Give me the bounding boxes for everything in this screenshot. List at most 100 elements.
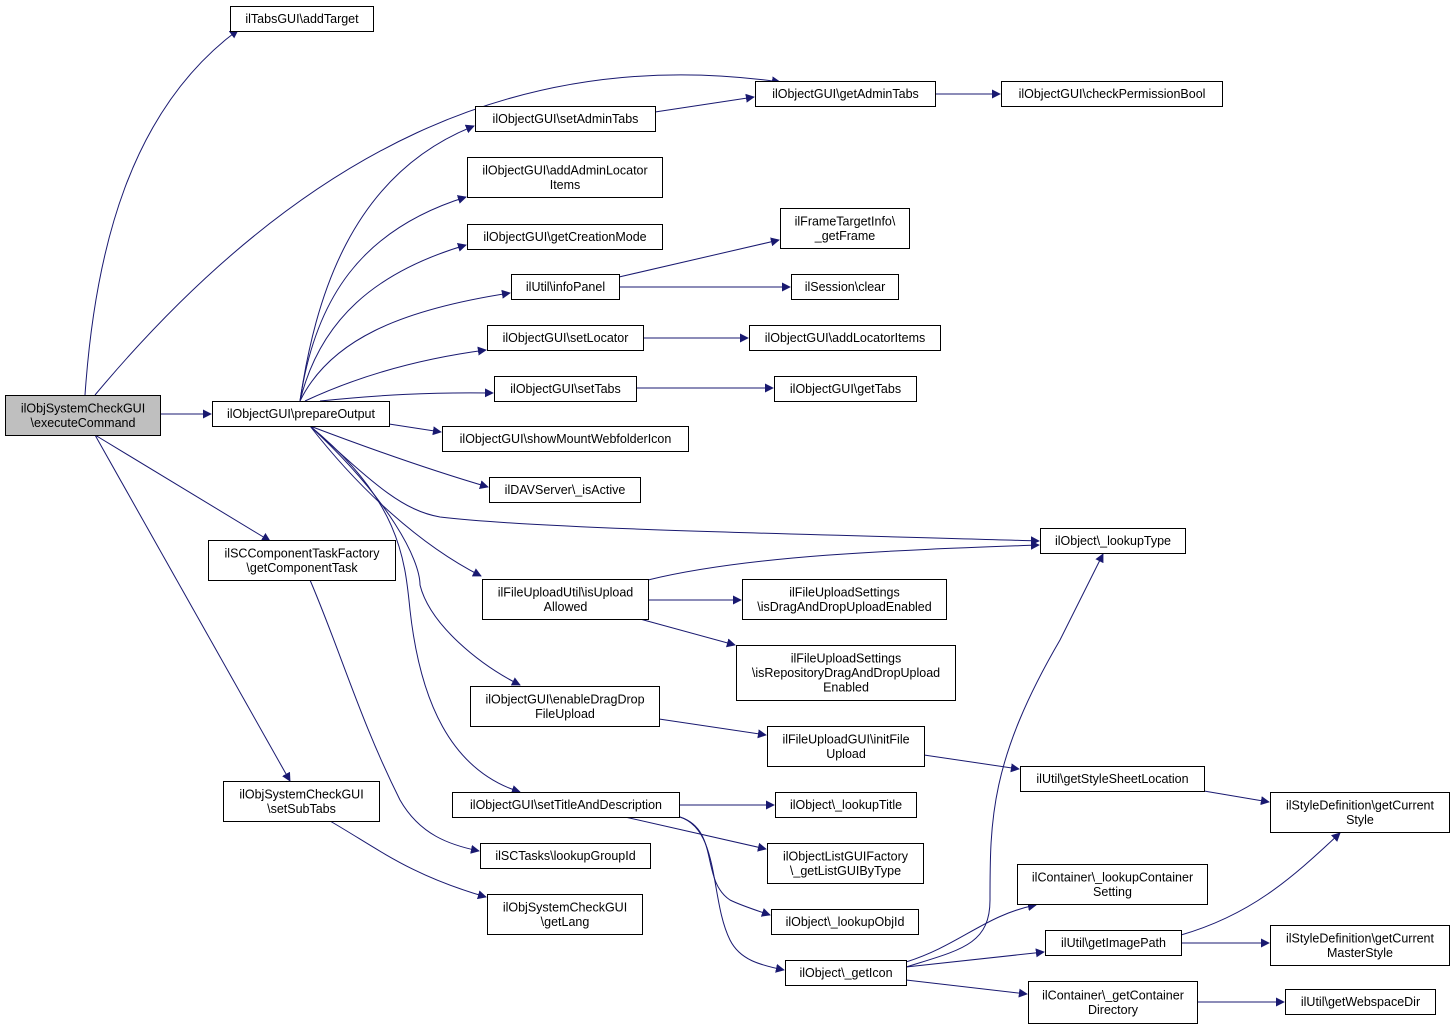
node-box-getListGUIByType[interactable]	[767, 843, 924, 884]
node-showMountWebfolderIcon[interactable]: ilObjectGUI\showMountWebfolderIcon	[442, 426, 689, 452]
edge-getIcon-to-lookupType	[905, 553, 1104, 968]
node-addLocatorItems[interactable]: ilObjectGUI\addLocatorItems	[749, 325, 941, 351]
edge-getStyleSheetLocation-to-getCurrentStyle	[1203, 790, 1270, 806]
node-box-infoPanel[interactable]	[511, 274, 620, 300]
node-prepareOutput[interactable]: ilObjectGUI\prepareOutput	[212, 401, 390, 427]
node-box-setLocator[interactable]	[487, 325, 644, 351]
node-box-getComponentTask[interactable]	[208, 540, 396, 581]
node-lookupGroupId[interactable]: ilSCTasks\lookupGroupId	[480, 843, 651, 869]
node-box-sessionClear[interactable]	[791, 274, 899, 300]
node-setAdminTabs[interactable]: ilObjectGUI\setAdminTabs	[475, 106, 656, 132]
node-getListGUIByType[interactable]: ilObjectListGUIFactory\_getListGUIByType	[767, 843, 924, 884]
edge-setAdminTabs-to-getAdminTabs	[654, 93, 755, 113]
node-lookupType[interactable]: ilObject\_lookupType	[1040, 528, 1186, 554]
node-box-getFrame[interactable]	[780, 208, 910, 249]
edge-root-to-setSubTabs	[94, 434, 291, 782]
node-label: \getComponentTask	[246, 561, 358, 575]
node-label: ilObjectGUI\setTabs	[510, 382, 620, 396]
node-getIcon[interactable]: ilObject\_getIcon	[785, 960, 907, 986]
edge-isUploadAllowed-to-isRepositoryDragAndDropUploadEnabled	[639, 618, 736, 648]
node-label: ilContainer\_lookupContainer	[1032, 870, 1193, 884]
node-box-getImagePath[interactable]	[1045, 930, 1182, 956]
node-getTabs[interactable]: ilObjectGUI\getTabs	[774, 376, 917, 402]
node-box-showMountWebfolderIcon[interactable]	[442, 426, 689, 452]
node-label: ilObject\_lookupType	[1055, 534, 1171, 548]
node-box-lookupType[interactable]	[1040, 528, 1186, 554]
node-label: ilTabsGUI\addTarget	[245, 12, 359, 26]
edge-setTitleAndDescription-to-getListGUIByType	[624, 816, 767, 852]
edge-prepareOutput-to-setLocator	[304, 346, 487, 402]
node-getLang[interactable]: ilObjSystemCheckGUI\getLang	[487, 894, 643, 935]
node-box-getCurrentStyle[interactable]	[1270, 792, 1450, 833]
node-isDragAndDropUploadEnabled[interactable]: ilFileUploadSettings\isDragAndDropUpload…	[742, 579, 947, 620]
node-box-getCreationMode[interactable]	[467, 224, 663, 250]
node-getFrame[interactable]: ilFrameTargetInfo\_getFrame	[780, 208, 910, 249]
node-davIsActive[interactable]: ilDAVServer\_isActive	[489, 477, 641, 503]
node-label: ilObjectGUI\showMountWebfolderIcon	[460, 432, 672, 446]
node-box-getCurrentMasterStyle[interactable]	[1270, 925, 1450, 966]
node-box-root	[5, 395, 161, 436]
node-box-addLocatorItems[interactable]	[749, 325, 941, 351]
node-lookupTitle[interactable]: ilObject\_lookupTitle	[775, 792, 917, 818]
node-getImagePath[interactable]: ilUtil\getImagePath	[1045, 930, 1182, 956]
node-box-lookupObjId[interactable]	[771, 909, 919, 935]
node-box-getWebspaceDir[interactable]	[1285, 989, 1436, 1015]
node-box-tabsAddTarget[interactable]	[230, 6, 374, 32]
node-label: \executeCommand	[31, 416, 136, 430]
node-label: ilObjSystemCheckGUI	[503, 900, 627, 914]
node-box-isUploadAllowed[interactable]	[482, 579, 649, 620]
node-getWebspaceDir[interactable]: ilUtil\getWebspaceDir	[1285, 989, 1436, 1015]
edge-prepareOutput-to-setAdminTabs	[299, 124, 475, 402]
node-box-davIsActive[interactable]	[489, 477, 641, 503]
node-setTabs[interactable]: ilObjectGUI\setTabs	[494, 376, 637, 402]
edge-root-to-getComponentTask	[94, 434, 271, 542]
node-box-getAdminTabs[interactable]	[755, 81, 936, 107]
node-box-lookupGroupId[interactable]	[480, 843, 651, 869]
node-box-getContainerDirectory[interactable]	[1028, 981, 1198, 1024]
node-getStyleSheetLocation[interactable]: ilUtil\getStyleSheetLocation	[1020, 766, 1205, 792]
node-isRepositoryDragAndDropUploadEnabled[interactable]: ilFileUploadSettings\isRepositoryDragAnd…	[736, 645, 956, 701]
node-box-lookupContainerSetting[interactable]	[1017, 864, 1208, 905]
node-box-isDragAndDropUploadEnabled[interactable]	[742, 579, 947, 620]
node-box-enableDragDropFileUpload[interactable]	[470, 686, 660, 727]
node-box-checkPermissionBool[interactable]	[1001, 81, 1223, 107]
node-getAdminTabs[interactable]: ilObjectGUI\getAdminTabs	[755, 81, 936, 107]
node-setSubTabs[interactable]: ilObjSystemCheckGUI\setSubTabs	[223, 781, 380, 822]
node-box-getIcon[interactable]	[785, 960, 907, 986]
node-box-getTabs[interactable]	[774, 376, 917, 402]
node-lookupObjId[interactable]: ilObject\_lookupObjId	[771, 909, 919, 935]
node-setTitleAndDescription[interactable]: ilObjectGUI\setTitleAndDescription	[452, 792, 680, 818]
node-label: ilObjectGUI\checkPermissionBool	[1019, 87, 1206, 101]
node-label: Upload	[826, 747, 866, 761]
node-box-initFileUpload[interactable]	[767, 726, 925, 767]
node-box-setSubTabs[interactable]	[223, 781, 380, 822]
node-infoPanel[interactable]: ilUtil\infoPanel	[511, 274, 620, 300]
edge-root-to-tabsAddTarget	[84, 29, 239, 396]
node-setLocator[interactable]: ilObjectGUI\setLocator	[487, 325, 644, 351]
node-label: Directory	[1088, 1003, 1139, 1017]
node-box-isRepositoryDragAndDropUploadEnabled[interactable]	[736, 645, 956, 701]
node-box-prepareOutput[interactable]	[212, 401, 390, 427]
node-box-getLang[interactable]	[487, 894, 643, 935]
node-box-setAdminTabs[interactable]	[475, 106, 656, 132]
node-box-addAdminLocatorItems[interactable]	[467, 157, 663, 198]
node-box-setTitleAndDescription[interactable]	[452, 792, 680, 818]
node-tabsAddTarget[interactable]: ilTabsGUI\addTarget	[230, 6, 374, 32]
node-box-setTabs[interactable]	[494, 376, 637, 402]
node-getCreationMode[interactable]: ilObjectGUI\getCreationMode	[467, 224, 663, 250]
node-box-lookupTitle[interactable]	[775, 792, 917, 818]
node-sessionClear[interactable]: ilSession\clear	[791, 274, 899, 300]
node-label: Setting	[1093, 885, 1132, 899]
node-label: ilObjSystemCheckGUI	[239, 787, 363, 801]
node-box-getStyleSheetLocation[interactable]	[1020, 766, 1205, 792]
node-checkPermissionBool[interactable]: ilObjectGUI\checkPermissionBool	[1001, 81, 1223, 107]
node-getComponentTask[interactable]: ilSCComponentTaskFactory\getComponentTas…	[208, 540, 396, 581]
